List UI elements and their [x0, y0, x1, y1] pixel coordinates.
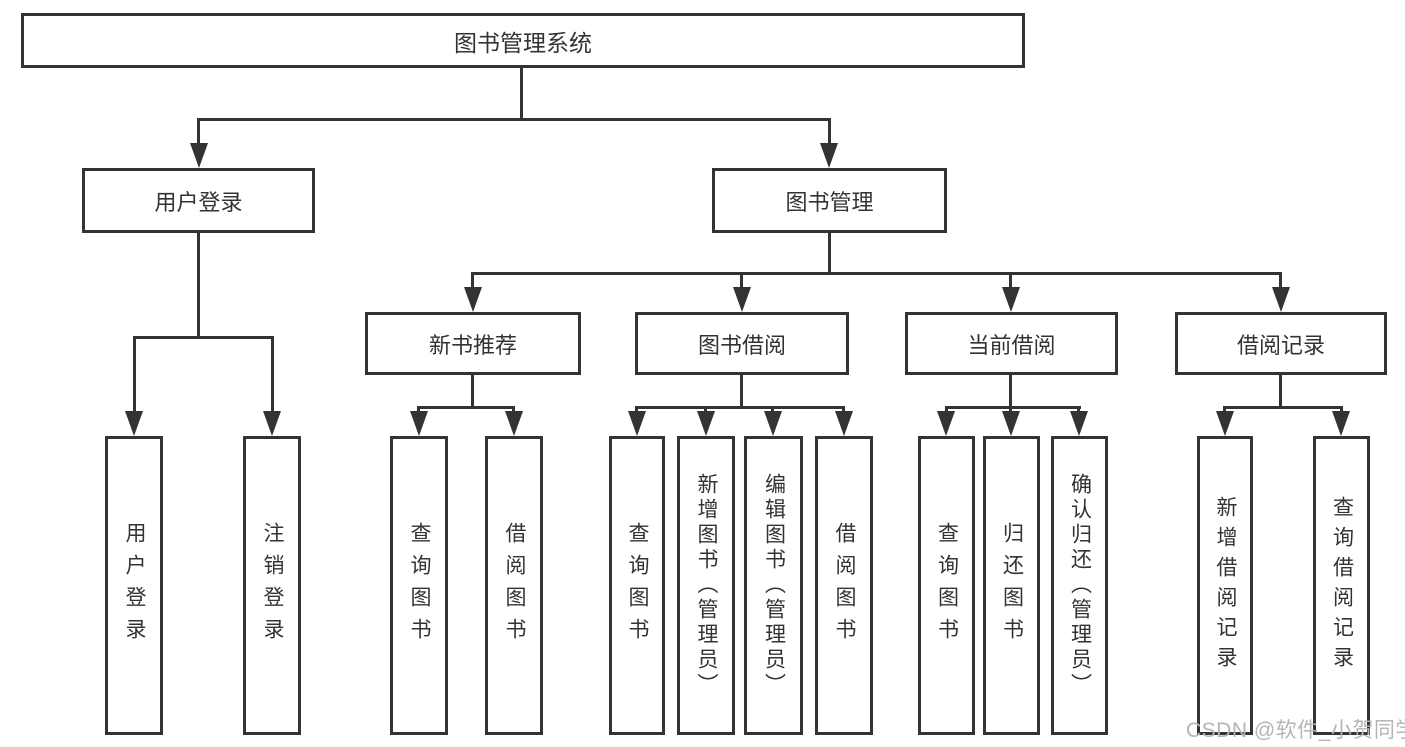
arrow-down-icon: [505, 411, 523, 436]
connector-line: [471, 272, 474, 290]
connector-line: [197, 118, 831, 121]
node-label: 当前借阅: [967, 332, 1056, 358]
node-label: 借阅图书: [503, 521, 527, 650]
node-label: 查询图书: [935, 521, 959, 650]
node-label: 新增图书（管理员）: [695, 473, 719, 698]
connector-line: [1077, 406, 1080, 415]
node-label: 查询图书: [408, 521, 432, 650]
connector-line: [842, 406, 845, 415]
connector-line: [945, 406, 1081, 409]
node-leaf-user-login: 用户登录: [105, 436, 163, 735]
connector-line: [1279, 272, 1282, 290]
node-label: 新书推荐: [428, 332, 517, 358]
connector-line: [828, 233, 831, 275]
connector-line: [1340, 406, 1343, 415]
connector-line: [945, 406, 948, 415]
arrow-down-icon: [764, 411, 782, 436]
node-leaf-logout: 注销登录: [243, 436, 301, 735]
arrow-down-icon: [820, 143, 838, 168]
arrow-down-icon: [628, 411, 646, 436]
connector-line: [1279, 375, 1282, 409]
csdn-watermark: CSDN @软件_小贺同学: [1186, 719, 1405, 742]
connector-line: [1009, 272, 1012, 290]
arrow-down-icon: [1332, 411, 1350, 436]
connector-line: [740, 375, 743, 409]
connector-line: [471, 272, 1282, 275]
connector-line: [471, 375, 474, 409]
node-book-management: 图书管理: [712, 168, 947, 233]
arrow-down-icon: [125, 411, 143, 436]
node-leaf-borrow-books: 借阅图书: [815, 436, 873, 735]
arrow-down-icon: [697, 411, 715, 436]
node-label: 查询借阅记录: [1330, 495, 1354, 676]
connector-line: [271, 336, 274, 414]
node-user-login: 用户登录: [82, 168, 315, 233]
arrow-down-icon: [1272, 287, 1290, 312]
node-label: 用户登录: [123, 521, 147, 650]
node-label: 查询图书: [626, 521, 650, 650]
node-label: 归还图书: [1000, 521, 1024, 650]
node-leaf-borrow-books-recommend: 借阅图书: [485, 436, 543, 735]
arrow-down-icon: [937, 411, 955, 436]
node-label: 确认归还（管理员）: [1068, 473, 1092, 698]
node-label: 图书管理系统: [454, 29, 592, 56]
node-leaf-add-borrow-record: 新增借阅记录: [1197, 436, 1253, 735]
node-leaf-query-books-recommend: 查询图书: [390, 436, 448, 735]
arrow-down-icon: [835, 411, 853, 436]
connector-line: [417, 406, 420, 415]
node-label: 用户登录: [154, 189, 243, 215]
arrow-down-icon: [190, 143, 208, 168]
connector-line: [1009, 406, 1012, 415]
node-label: 借阅图书: [833, 521, 857, 650]
node-label: 借阅记录: [1236, 332, 1325, 358]
connector-line: [1009, 375, 1012, 409]
connector-line: [740, 272, 743, 290]
arrow-down-icon: [263, 411, 281, 436]
arrow-down-icon: [1002, 287, 1020, 312]
connector-line: [133, 336, 136, 414]
connector-line: [1223, 406, 1226, 415]
connector-line: [771, 406, 774, 415]
connector-line: [828, 118, 831, 148]
connector-line: [635, 406, 638, 415]
node-leaf-edit-books-admin: 编辑图书（管理员）: [744, 436, 803, 735]
node-leaf-return-books: 归还图书: [983, 436, 1040, 735]
node-current-borrowing: 当前借阅: [905, 312, 1118, 375]
node-leaf-add-books-admin: 新增图书（管理员）: [677, 436, 735, 735]
arrow-down-icon: [464, 287, 482, 312]
arrow-down-icon: [733, 287, 751, 312]
connector-line: [1223, 406, 1343, 409]
connector-line: [512, 406, 515, 415]
arrow-down-icon: [1216, 411, 1234, 436]
node-library-management-system: 图书管理系统: [21, 13, 1025, 68]
node-leaf-query-books-current: 查询图书: [918, 436, 975, 735]
node-label: 编辑图书（管理员）: [762, 473, 786, 698]
node-label: 注销登录: [261, 521, 285, 650]
connector-line: [133, 336, 274, 339]
arrow-down-icon: [410, 411, 428, 436]
node-new-book-recommend: 新书推荐: [365, 312, 581, 375]
connector-line: [520, 65, 523, 121]
node-borrow-records: 借阅记录: [1175, 312, 1387, 375]
connector-line: [635, 406, 845, 409]
arrow-down-icon: [1070, 411, 1088, 436]
node-leaf-query-books-borrowing: 查询图书: [609, 436, 665, 735]
connector-line: [704, 406, 707, 415]
connector-line: [417, 406, 515, 409]
connector-line: [197, 118, 200, 148]
node-label: 新增借阅记录: [1214, 495, 1238, 676]
node-book-borrowing: 图书借阅: [635, 312, 849, 375]
node-leaf-query-borrow-record: 查询借阅记录: [1313, 436, 1370, 735]
arrow-down-icon: [1002, 411, 1020, 436]
node-label: 图书借阅: [697, 332, 786, 358]
node-label: 图书管理: [785, 189, 874, 215]
node-leaf-confirm-return-admin: 确认归还（管理员）: [1051, 436, 1108, 735]
connector-line: [197, 233, 200, 339]
